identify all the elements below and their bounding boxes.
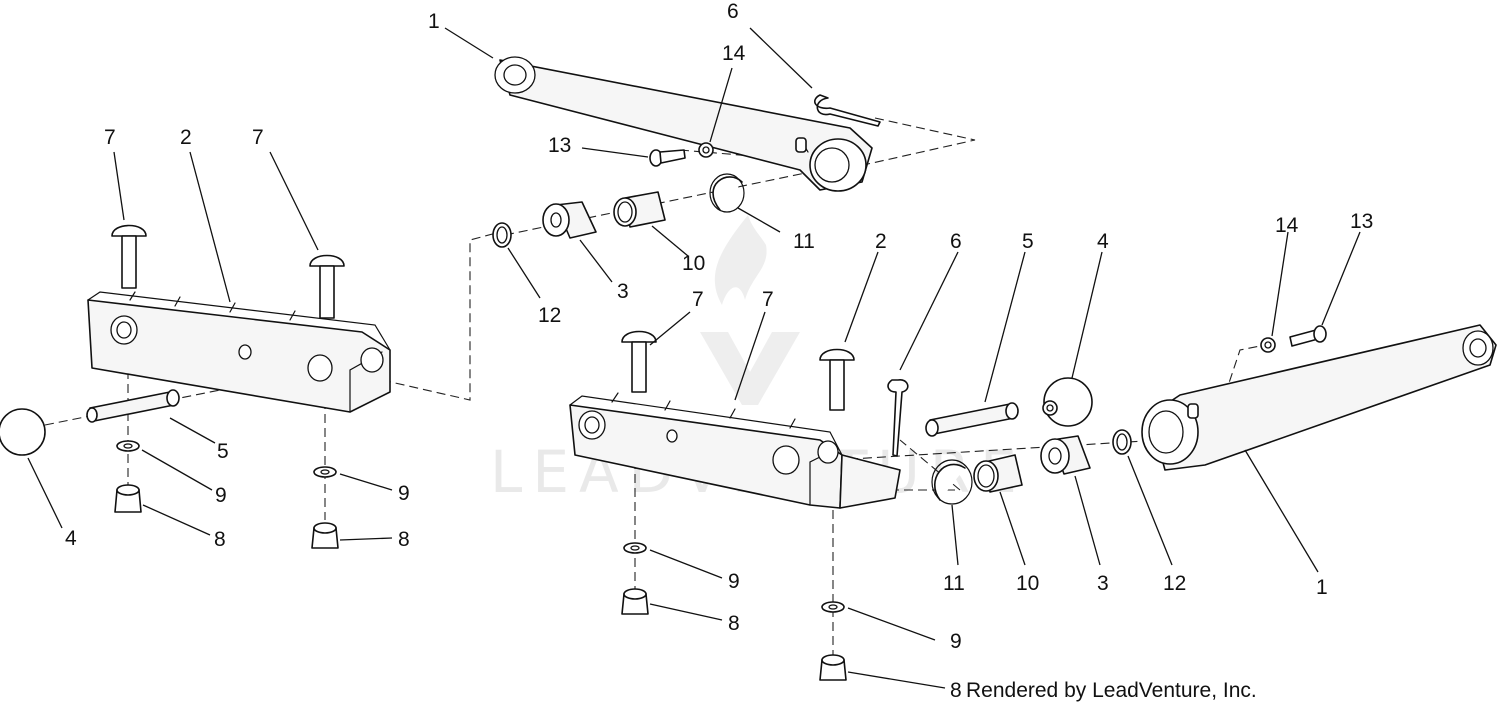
- part-sleeve-upper: [613, 191, 666, 228]
- callout-label: 14: [722, 42, 746, 65]
- part-washer-left-b: [313, 466, 337, 478]
- assembly-line-right-cotter: [890, 439, 962, 491]
- part-nut-middle-b: [819, 654, 847, 681]
- callout-label: 3: [617, 280, 629, 303]
- callout-label: 7: [104, 126, 116, 149]
- callout-label: 9: [728, 570, 740, 593]
- part-nut-left-a: [114, 484, 142, 513]
- part-ring-lower-right: [1112, 429, 1132, 455]
- part-ring-upper-left: [492, 222, 512, 248]
- part-nut-left-b: [311, 522, 339, 549]
- callout-label: 8: [950, 679, 962, 702]
- part-pin-right: [925, 402, 1019, 437]
- part-carriage-bolt-left-b: [309, 254, 345, 319]
- callout-label: 2: [875, 230, 887, 253]
- watermark-v-logo-icon: [700, 332, 800, 405]
- part-washer-middle-b: [821, 601, 845, 613]
- part-bolt-lower-right: [1289, 325, 1327, 347]
- part-nut-middle-a: [621, 588, 649, 615]
- part-bushing-upper: [542, 201, 597, 239]
- part-ball-right: [1042, 377, 1093, 427]
- watermark-flame-icon: [714, 215, 767, 305]
- part-cotter-pin-upper: [814, 94, 881, 127]
- callout-label: 8: [728, 612, 740, 635]
- part-carriage-bolt-middle-b: [819, 348, 855, 411]
- callout-label: 13: [1350, 210, 1373, 233]
- part-snap-ring-lower: [931, 459, 973, 505]
- assembly-line-right-stack: [834, 439, 1161, 461]
- leader-lines: [27, 27, 1361, 689]
- part-bracket-middle: [569, 392, 901, 509]
- callout-label: 6: [950, 230, 962, 253]
- callout-label: 6: [727, 0, 739, 23]
- callout-label: 1: [1316, 576, 1328, 599]
- part-cotter-pin-lower: [887, 379, 909, 457]
- part-carriage-bolt-middle-a: [621, 330, 657, 393]
- callout-label: 9: [950, 630, 962, 653]
- callout-label: 7: [692, 288, 704, 311]
- callout-label: 13: [548, 134, 571, 157]
- callout-label: 2: [180, 126, 192, 149]
- callout-label: 12: [538, 304, 561, 327]
- assembly-line-top-bushing: [504, 169, 821, 236]
- callout-label: 8: [398, 528, 410, 551]
- callout-labels: 1 6 14 13 11 10 3 12 7 2 7 5 9 4 8 9 8 7…: [65, 0, 1373, 702]
- callout-label: 9: [215, 484, 227, 507]
- callout-label: 4: [65, 527, 77, 550]
- callout-label: 5: [1022, 230, 1034, 253]
- part-bolt-upper: [649, 149, 686, 167]
- callout-label: 11: [943, 572, 965, 595]
- callout-label: 4: [1097, 230, 1109, 253]
- part-arm-upper: [494, 56, 873, 192]
- part-bushing-lower: [1040, 435, 1091, 475]
- callout-label: 7: [762, 288, 774, 311]
- callout-label: 14: [1275, 214, 1299, 237]
- callout-label: 12: [1163, 572, 1186, 595]
- assembly-line-top-cotter: [849, 117, 976, 169]
- part-snap-ring-upper: [709, 173, 745, 213]
- part-sleeve-lower: [973, 454, 1023, 493]
- part-pin-left: [86, 389, 180, 423]
- part-nut-lower-right: [1260, 337, 1276, 353]
- callout-label: 11: [793, 230, 815, 253]
- footer-credit: Rendered by LeadVenture, Inc.: [966, 679, 1257, 702]
- part-bracket-left: [87, 291, 391, 413]
- callout-label: 1: [428, 10, 440, 33]
- part-nut-upper: [698, 142, 714, 158]
- part-carriage-bolt-left-a: [111, 224, 147, 289]
- part-washer-middle-a: [623, 542, 647, 554]
- callout-label: 10: [682, 252, 705, 275]
- callout-label: 9: [398, 482, 410, 505]
- callout-label: 7: [252, 126, 264, 149]
- callout-label: 10: [1016, 572, 1039, 595]
- part-arm-lower: [1141, 324, 1497, 471]
- callout-label: 8: [214, 528, 226, 551]
- assembly-line-right-nut: [1224, 344, 1266, 396]
- callout-label: 3: [1097, 572, 1109, 595]
- part-ball-left: [0, 408, 46, 456]
- assembly-line-left: [381, 231, 501, 401]
- part-washer-left-a: [116, 440, 140, 452]
- callout-label: 5: [217, 440, 229, 463]
